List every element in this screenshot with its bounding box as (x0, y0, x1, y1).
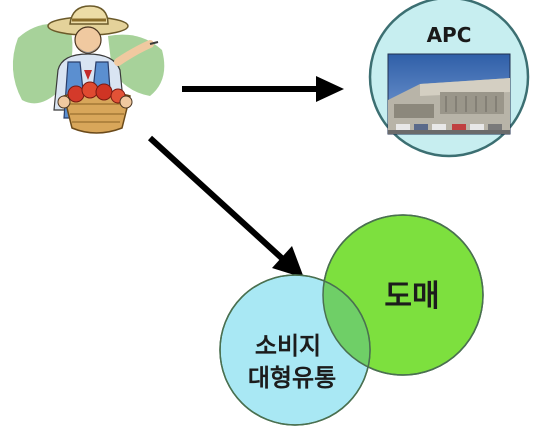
arrow-to-apc (182, 76, 344, 102)
apc-label: APC (427, 23, 472, 47)
apc-node: APC (368, 0, 530, 158)
arrow-to-wholesale (147, 135, 304, 278)
wholesale-label: 도매 (384, 279, 439, 314)
farmer-clipart-icon (12, 5, 165, 134)
retail-label-line2: 대형유통 (248, 364, 336, 392)
venn-diagram: 도매 소비지 대형유통 (219, 214, 484, 426)
retail-label-line1: 소비지 (255, 332, 321, 360)
building-photo-icon (387, 53, 511, 135)
overlap-region (323, 275, 370, 375)
